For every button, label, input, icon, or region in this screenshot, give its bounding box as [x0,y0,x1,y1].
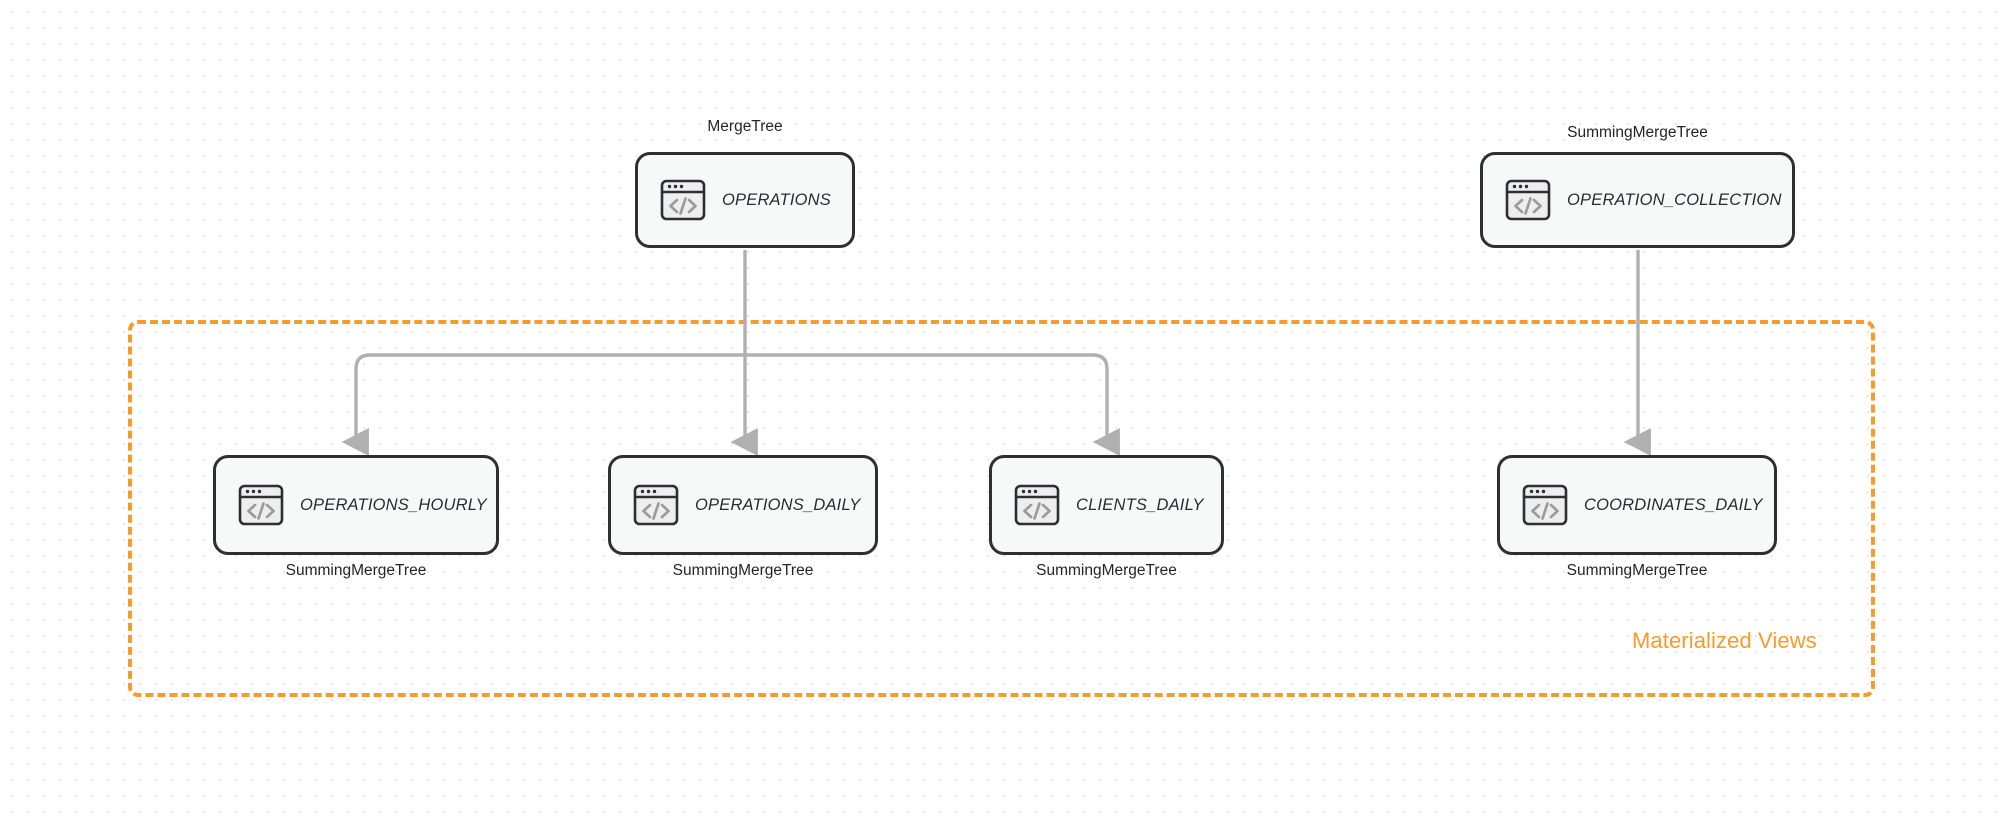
engine-caption-operation_collection: SummingMergeTree [1567,124,1708,141]
node-operation_collection[interactable]: OPERATION_COLLECTION [1480,152,1795,248]
code-window-icon [238,483,284,527]
node-coordinates_daily[interactable]: COORDINATES_DAILY [1497,455,1777,555]
node-label-operations: OPERATIONS [722,190,831,209]
engine-caption-operations_hourly: SummingMergeTree [285,562,427,579]
engine-caption-operations: MergeTree [707,118,783,135]
materialized-views-label: Materialized Views [1632,628,1817,653]
code-window-icon [1522,483,1568,527]
node-operations_daily[interactable]: OPERATIONS_DAILY [608,455,878,555]
code-window-icon [1505,178,1551,222]
node-operations[interactable]: OPERATIONS [635,152,855,248]
node-label-clients_daily: CLIENTS_DAILY [1076,495,1204,514]
node-label-operations_hourly: OPERATIONS_HOURLY [300,495,487,514]
code-window-icon [1014,483,1060,527]
materialized-views-group [128,320,1875,697]
node-label-coordinates_daily: COORDINATES_DAILY [1584,495,1763,514]
node-label-operations_daily: OPERATIONS_DAILY [695,495,861,514]
node-clients_daily[interactable]: CLIENTS_DAILY [989,455,1224,555]
node-label-operation_collection: OPERATION_COLLECTION [1567,190,1782,209]
engine-caption-coordinates_daily: SummingMergeTree [1566,562,1708,579]
engine-caption-clients_daily: SummingMergeTree [1036,562,1177,579]
code-window-icon [633,483,679,527]
node-operations_hourly[interactable]: OPERATIONS_HOURLY [213,455,499,555]
code-window-icon [660,178,706,222]
engine-caption-operations_daily: SummingMergeTree [672,562,814,579]
